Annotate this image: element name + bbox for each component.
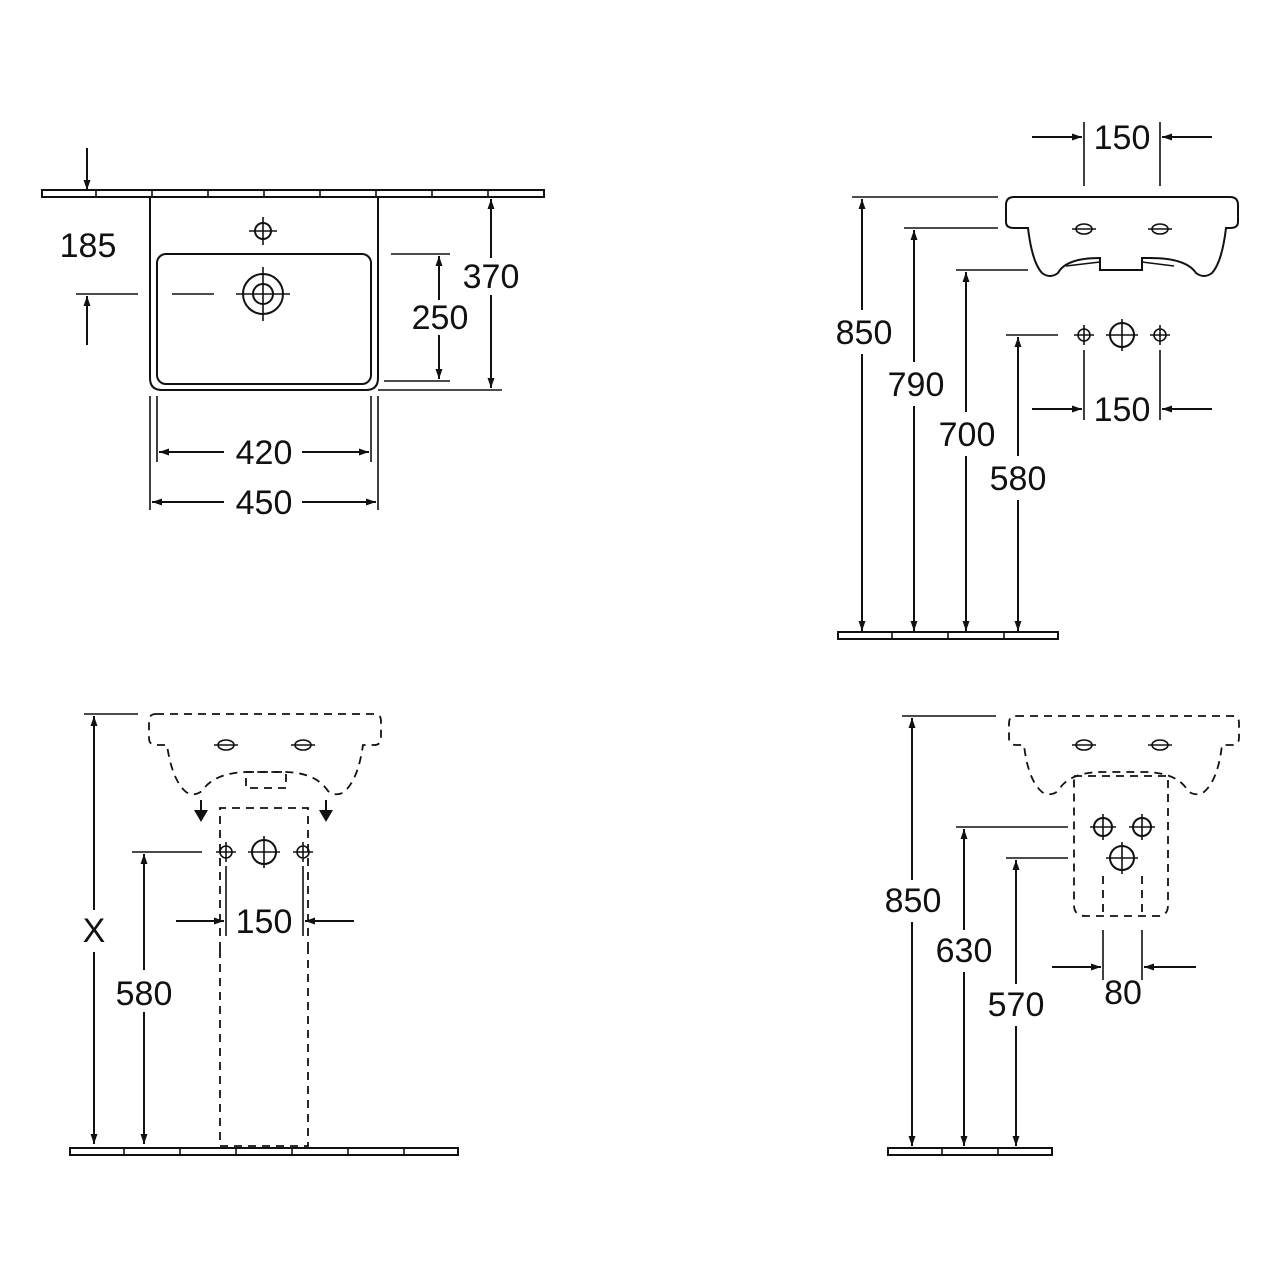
- bowl-outline: [156, 253, 372, 385]
- tap-hole-right-icon: [291, 739, 315, 751]
- floor-strip: [69, 1147, 459, 1156]
- basin-outline: [149, 197, 379, 391]
- dim-790-label: 790: [888, 366, 945, 404]
- tap-hole-icon: [249, 217, 277, 245]
- dim-150-bottom-label: 150: [1094, 391, 1151, 429]
- dim-150: 150: [176, 866, 354, 941]
- basin-dashed-outline: [1008, 715, 1240, 796]
- dim-580-label: 580: [116, 975, 173, 1013]
- pedestal-view: 150 X 580: [69, 713, 459, 1156]
- dim-580: 580: [116, 854, 173, 1144]
- dim-570-label: 570: [988, 986, 1045, 1024]
- dim-850: 850: [885, 718, 942, 1146]
- tap-hole-left-icon: [214, 739, 238, 751]
- tap-hole-left-icon: [1072, 223, 1096, 235]
- dim-150-top-label: 150: [1094, 119, 1151, 157]
- dim-850-label: 850: [885, 882, 942, 920]
- supply-fittings-icon: [1090, 814, 1155, 912]
- dim-250-label: 250: [412, 299, 469, 337]
- dim-150-label: 150: [236, 903, 293, 941]
- dim-370-250: 250 370: [378, 199, 520, 391]
- dim-80: 80: [1052, 930, 1196, 1012]
- dim-420-label: 420: [236, 434, 293, 472]
- dim-185-label: 185: [60, 227, 117, 265]
- semi-pedestal-view: 80 850 630 570: [885, 715, 1240, 1156]
- dim-x: X: [83, 716, 106, 1144]
- top-view: 185 250 370 420 450: [41, 148, 545, 522]
- pedestal-dashed-outline: [219, 807, 309, 1147]
- dim-x-label: X: [83, 912, 106, 950]
- dim-580-label: 580: [990, 460, 1047, 498]
- semi-pedestal-dashed-outline: [1073, 775, 1169, 917]
- dim-570: 570: [988, 860, 1045, 1146]
- dim-420-450: 420 450: [149, 396, 379, 522]
- drain-icon: [172, 267, 290, 321]
- dim-185: 185: [60, 148, 138, 345]
- tap-hole-right-icon: [1148, 223, 1172, 235]
- dim-630-label: 630: [936, 932, 993, 970]
- dim-150-top: 150: [1032, 119, 1212, 186]
- dim-630: 630: [936, 829, 993, 1146]
- dim-850-label: 850: [836, 314, 893, 352]
- tap-hole-left-icon: [1072, 739, 1096, 751]
- dim-850: 850: [836, 199, 893, 631]
- basin-profile: [1005, 196, 1239, 277]
- basin-dashed-outline: [148, 713, 382, 796]
- down-arrow-icon: [319, 800, 333, 822]
- wall-strip: [41, 189, 545, 198]
- dim-370-label: 370: [463, 258, 520, 296]
- down-arrow-icon: [194, 800, 208, 822]
- side-view: 150 150 850: [836, 119, 1239, 640]
- floor-strip: [837, 631, 1059, 640]
- dim-700: 700: [939, 272, 996, 631]
- supply-fittings-icon: [216, 836, 313, 868]
- supply-fittings-icon: [1006, 319, 1170, 351]
- floor-strip: [887, 1147, 1053, 1156]
- tap-hole-right-icon: [1148, 739, 1172, 751]
- dim-790: 790: [888, 230, 945, 631]
- dim-580: 580: [990, 337, 1047, 631]
- dim-450-label: 450: [236, 484, 293, 522]
- dim-80-label: 80: [1104, 974, 1142, 1012]
- dim-700-label: 700: [939, 416, 996, 454]
- dim-150-bottom: 150: [1032, 350, 1212, 429]
